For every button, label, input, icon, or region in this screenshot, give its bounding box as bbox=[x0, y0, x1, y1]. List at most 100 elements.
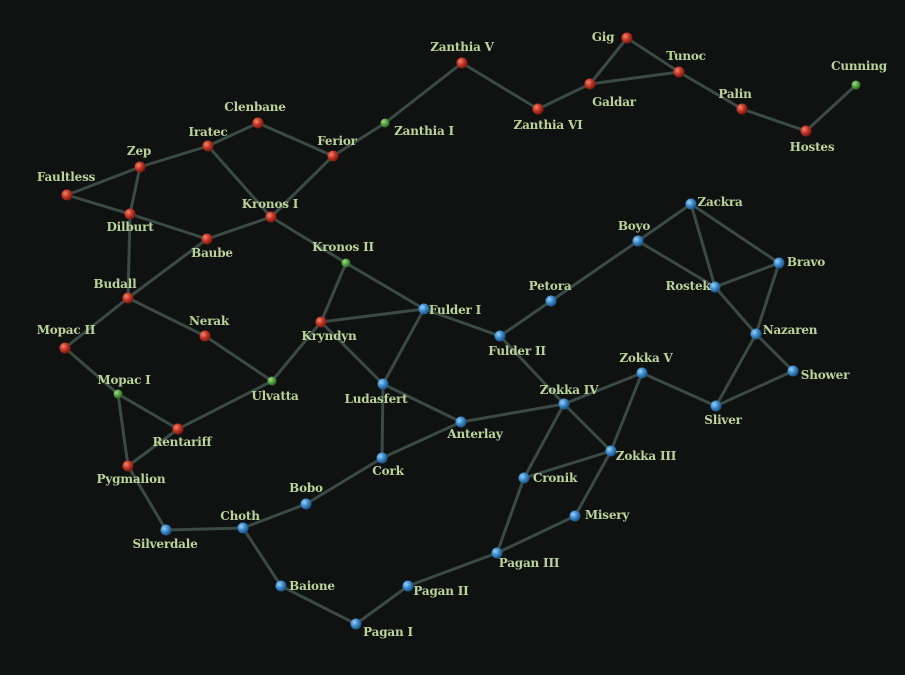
star-boyo[interactable] bbox=[632, 235, 644, 247]
star-rostek[interactable] bbox=[709, 281, 721, 293]
system-label-cunning[interactable]: Cunning bbox=[831, 59, 887, 73]
star-silverdale[interactable] bbox=[160, 524, 172, 536]
system-label-baione[interactable]: Baione bbox=[289, 579, 335, 593]
system-label-mopac-i[interactable]: Mopac I bbox=[97, 373, 151, 387]
star-kryndyn[interactable] bbox=[315, 316, 327, 328]
star-zanthia-vi[interactable] bbox=[532, 103, 544, 115]
system-label-fulder-ii[interactable]: Fulder II bbox=[488, 344, 546, 358]
system-label-gig[interactable]: Gig bbox=[591, 30, 615, 44]
system-label-pygmalion[interactable]: Pygmalion bbox=[96, 472, 166, 486]
system-label-boyo[interactable]: Boyo bbox=[617, 219, 651, 233]
system-label-zokka-iv[interactable]: Zokka IV bbox=[539, 383, 599, 397]
system-label-zokka-iii[interactable]: Zokka III bbox=[615, 449, 677, 463]
star-rentariff[interactable] bbox=[172, 423, 184, 435]
star-pygmalion[interactable] bbox=[122, 460, 134, 472]
star-cronik[interactable] bbox=[518, 472, 530, 484]
star-petora[interactable] bbox=[545, 295, 557, 307]
system-label-baube[interactable]: Baube bbox=[191, 246, 233, 260]
star-fulder-i[interactable] bbox=[418, 303, 430, 315]
system-label-cork[interactable]: Cork bbox=[372, 464, 404, 478]
star-nerak[interactable] bbox=[199, 330, 211, 342]
star-zanthia-v[interactable] bbox=[456, 57, 468, 69]
star-sliver[interactable] bbox=[710, 400, 722, 412]
star-ludasfert[interactable] bbox=[377, 378, 389, 390]
system-label-palin[interactable]: Palin bbox=[718, 87, 752, 101]
system-label-budall[interactable]: Budall bbox=[93, 277, 137, 291]
star-ulvatta[interactable] bbox=[267, 376, 277, 386]
star-kronos-i[interactable] bbox=[265, 211, 277, 223]
star-faultless[interactable] bbox=[61, 189, 73, 201]
star-mopac-i[interactable] bbox=[113, 389, 123, 399]
star-misery[interactable] bbox=[569, 510, 581, 522]
system-label-kronos-i[interactable]: Kronos I bbox=[241, 197, 299, 211]
star-clenbane[interactable] bbox=[252, 117, 264, 129]
system-label-bobo[interactable]: Bobo bbox=[289, 481, 323, 495]
star-baube[interactable] bbox=[201, 233, 213, 245]
star-zep[interactable] bbox=[134, 161, 146, 173]
star-galdar[interactable] bbox=[584, 78, 596, 90]
system-label-zanthia-v[interactable]: Zanthia V bbox=[430, 40, 494, 54]
star-nazaren[interactable] bbox=[750, 328, 762, 340]
star-cork[interactable] bbox=[376, 452, 388, 464]
system-label-zanthia-vi[interactable]: Zanthia VI bbox=[513, 118, 583, 132]
system-label-petora[interactable]: Petora bbox=[528, 279, 572, 293]
star-zanthia-i[interactable] bbox=[380, 118, 390, 128]
system-label-rostek[interactable]: Rostek bbox=[665, 279, 711, 293]
system-label-mopac-ii[interactable]: Mopac II bbox=[36, 323, 96, 337]
star-ferior[interactable] bbox=[327, 150, 339, 162]
star-bobo[interactable] bbox=[300, 498, 312, 510]
star-pagan-ii[interactable] bbox=[402, 580, 414, 592]
system-label-pagan-i[interactable]: Pagan I bbox=[363, 625, 413, 639]
star-budall[interactable] bbox=[122, 292, 134, 304]
system-label-ferior[interactable]: Ferior bbox=[317, 134, 357, 148]
star-anterlay[interactable] bbox=[455, 416, 467, 428]
system-label-zanthia-i[interactable]: Zanthia I bbox=[394, 124, 454, 138]
system-label-silverdale[interactable]: Silverdale bbox=[132, 537, 198, 551]
system-label-hostes[interactable]: Hostes bbox=[789, 140, 835, 154]
system-label-fulder-i[interactable]: Fulder I bbox=[428, 303, 482, 317]
system-label-iratec[interactable]: Iratec bbox=[188, 125, 228, 139]
star-hostes[interactable] bbox=[800, 125, 812, 137]
star-pagan-i[interactable] bbox=[350, 618, 362, 630]
star-pagan-iii[interactable] bbox=[491, 547, 503, 559]
star-baione[interactable] bbox=[275, 580, 287, 592]
system-label-nerak[interactable]: Nerak bbox=[188, 314, 230, 328]
system-label-pagan-iii[interactable]: Pagan III bbox=[498, 556, 560, 570]
system-label-shower[interactable]: Shower bbox=[800, 368, 850, 382]
system-label-anterlay[interactable]: Anterlay bbox=[447, 427, 503, 441]
system-label-clenbane[interactable]: Clenbane bbox=[224, 100, 286, 114]
star-mopac-ii[interactable] bbox=[59, 342, 71, 354]
system-label-bravo[interactable]: Bravo bbox=[786, 255, 826, 269]
star-kronos-ii[interactable] bbox=[341, 258, 351, 268]
system-label-nazaren[interactable]: Nazaren bbox=[762, 323, 818, 337]
system-label-choth[interactable]: Choth bbox=[220, 509, 260, 523]
star-zokka-v[interactable] bbox=[636, 367, 648, 379]
star-bravo[interactable] bbox=[773, 257, 785, 269]
star-zokka-iv[interactable] bbox=[558, 398, 570, 410]
star-tunoc[interactable] bbox=[673, 66, 685, 78]
system-label-faultless[interactable]: Faultless bbox=[36, 170, 96, 184]
star-cunning[interactable] bbox=[851, 80, 861, 90]
star-fulder-ii[interactable] bbox=[494, 330, 506, 342]
system-label-galdar[interactable]: Galdar bbox=[592, 95, 636, 109]
system-label-zokka-v[interactable]: Zokka V bbox=[619, 351, 673, 365]
system-label-kronos-ii[interactable]: Kronos II bbox=[312, 240, 374, 254]
system-label-zackra[interactable]: Zackra bbox=[697, 195, 743, 209]
system-label-cronik[interactable]: Cronik bbox=[532, 471, 578, 485]
system-label-dilburt[interactable]: Dilburt bbox=[106, 220, 154, 234]
star-dilburt[interactable] bbox=[124, 208, 136, 220]
system-label-ludasfert[interactable]: Ludasfert bbox=[344, 392, 408, 406]
system-label-sliver[interactable]: Sliver bbox=[704, 413, 742, 427]
star-zokka-iii[interactable] bbox=[605, 445, 617, 457]
system-label-rentariff[interactable]: Rentariff bbox=[152, 435, 212, 449]
star-choth[interactable] bbox=[237, 522, 249, 534]
system-label-ulvatta[interactable]: Ulvatta bbox=[251, 389, 299, 403]
system-label-misery[interactable]: Misery bbox=[584, 508, 630, 522]
system-label-pagan-ii[interactable]: Pagan II bbox=[413, 584, 469, 598]
star-palin[interactable] bbox=[736, 103, 748, 115]
star-zackra[interactable] bbox=[685, 198, 697, 210]
system-label-tunoc[interactable]: Tunoc bbox=[666, 49, 706, 63]
star-iratec[interactable] bbox=[202, 140, 214, 152]
star-gig[interactable] bbox=[621, 32, 633, 44]
